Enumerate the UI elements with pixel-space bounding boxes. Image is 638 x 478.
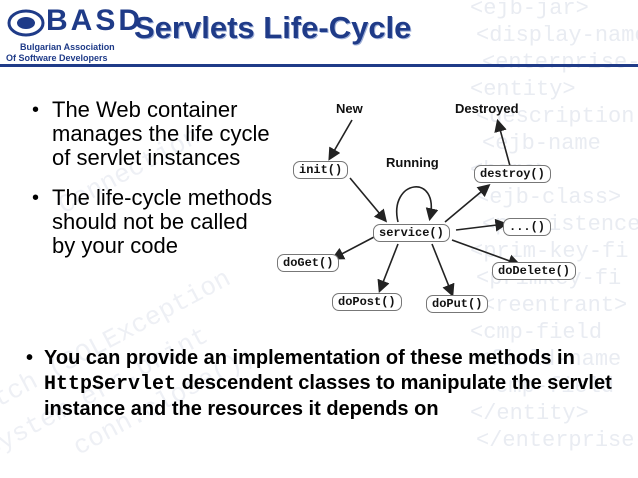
watermark-line: </entity> (470, 401, 589, 426)
watermark-line: <reentrant> (482, 293, 627, 318)
bullet-line: should not be called (52, 209, 248, 234)
watermark-line: <cmp-field (470, 320, 602, 345)
node-doput: doPut() (426, 295, 489, 313)
slide-header: BASD Bulgarian Association Of Software D… (0, 0, 638, 64)
bullet-text-post: descendent classes to manipulate the ser… (44, 372, 612, 420)
bullet-line: The Web container (52, 97, 238, 122)
logo-subtitle-line1: Bulgarian Association (20, 42, 115, 52)
node-doget: doGet() (277, 254, 340, 272)
watermark-line: <prim-key-fi (470, 239, 628, 264)
state-label-new: New (336, 101, 363, 116)
node-dodelete: doDelete() (492, 262, 577, 280)
node-dopost: doPost() (332, 293, 402, 311)
bullet-text-pre: You can provide an implementation of the… (44, 347, 575, 369)
bullet-line: by your code (52, 233, 178, 258)
state-label-destroyed: Destroyed (455, 101, 519, 116)
node-init: init() (293, 161, 349, 179)
watermark-line: <ejb-class> (476, 185, 621, 210)
code-httpservlet: HttpServlet (44, 373, 177, 396)
bullet-dot-icon: • (26, 347, 34, 369)
logo-word: BASD (46, 4, 144, 37)
bullet-web-container: • The Web container manages the life cyc… (32, 97, 292, 170)
watermark-line: <field-name (476, 347, 621, 372)
node-ellipsis: ...() (503, 218, 552, 236)
bullet-line: The life-cycle methods (52, 185, 273, 210)
bullet-dot-icon: • (32, 187, 40, 209)
logo-swirl-icon (7, 9, 45, 37)
watermark-line: </enterprise-be (476, 428, 638, 453)
node-destroy: destroy() (474, 165, 551, 183)
watermark-line: <display-name> (476, 23, 638, 48)
bullet-dot-icon: • (32, 99, 40, 121)
slide-title: Servlets Life-Cycle (134, 10, 412, 45)
bullet-line: of servlet instances (52, 145, 241, 170)
state-label-running: Running (386, 155, 439, 170)
watermark-line: <cmp-field (482, 374, 614, 399)
bullet-line: manages the life cycle (52, 121, 270, 146)
bullet-lifecycle-methods: • The life-cycle methods should not be c… (32, 185, 292, 258)
header-divider (0, 64, 638, 67)
bullet-provide-implementation: • You can provide an implementation of t… (26, 346, 624, 422)
logo-subtitle-line2: Of Software Developers (6, 53, 108, 63)
watermark-line: <entity> (470, 77, 576, 102)
watermark-line: <ejb-jar> (470, 0, 589, 21)
watermark-line: <enterprise-be (482, 50, 638, 75)
basd-logo: BASD Bulgarian Association Of Software D… (6, 4, 140, 63)
node-service: service() (373, 224, 450, 242)
